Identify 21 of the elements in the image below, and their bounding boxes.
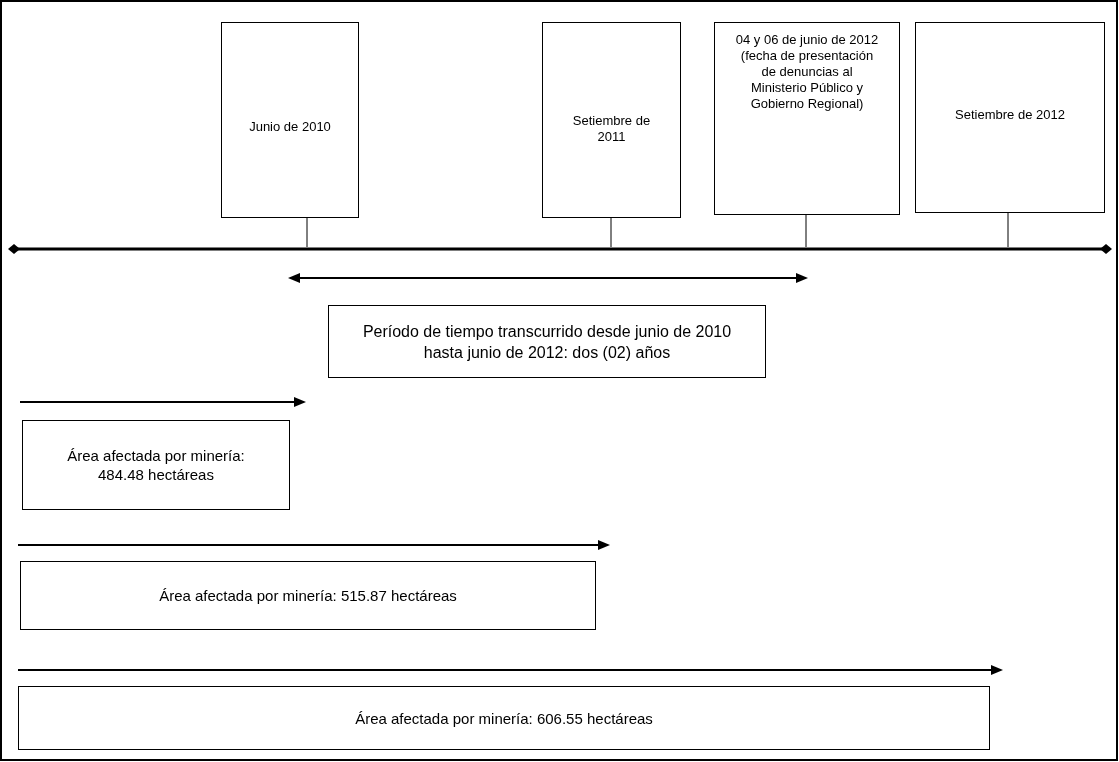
timeline-bar [8,244,1112,254]
connector-line [1007,212,1009,248]
date-box [915,22,1105,213]
text-box [20,561,596,630]
text-box [18,686,990,750]
box-label: Período de tiempo transcurrido desde junio de 2010 hasta junio de 2012: dos (02) años [361,321,733,363]
date-box [714,22,900,215]
text-box [22,420,290,510]
connector-line [610,217,612,248]
date-box [221,22,359,218]
box-label: Setiembre de 2011 [571,113,652,145]
connector-line [306,217,308,248]
box-label: Área afectada por minería: 606.55 hectáreas [355,708,653,728]
box-label: Área afectada por minería: 484.48 hectáreas [66,446,246,484]
box-label: 04 y 06 de junio de 2012 (fecha de presentación de denuncias al Ministerio Público y Gobierno Regional) [735,32,879,112]
text-box [328,305,766,378]
box-label: Área afectada por minería: 515.87 hectáreas [159,586,457,605]
box-label: Junio de 2010 [249,119,331,135]
connector-line [805,214,807,248]
box-label: Setiembre de 2012 [955,107,1065,123]
date-box [542,22,681,218]
